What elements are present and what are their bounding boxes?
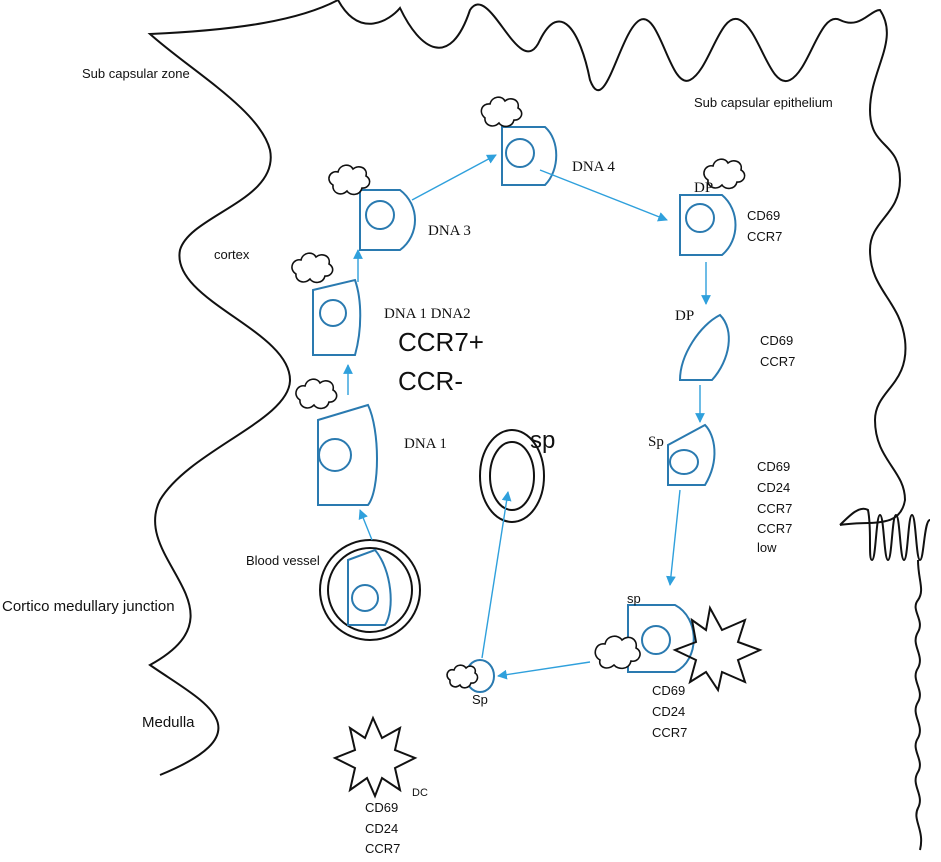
cell-dp-top bbox=[679, 158, 746, 256]
marker-text: CD69 bbox=[760, 333, 793, 348]
label-dna1: DNA 1 bbox=[404, 436, 447, 452]
marker-text: CD69 bbox=[747, 208, 780, 223]
cloud-dna3 bbox=[328, 164, 371, 196]
label-sp-large: sp bbox=[530, 427, 555, 454]
label-subcapsular-zone: Sub capsular zone bbox=[82, 66, 190, 81]
marker-text: CCR7 bbox=[747, 229, 782, 244]
label-dna4: DNA 4 bbox=[572, 159, 615, 175]
cell-dna1 bbox=[295, 378, 378, 506]
label-cortex: cortex bbox=[214, 247, 250, 262]
starburst-dc-lower bbox=[672, 605, 763, 693]
starburst-dc bbox=[332, 715, 418, 799]
cloud-dna1-dna2 bbox=[291, 252, 334, 284]
label-sp-mid: Sp bbox=[648, 434, 664, 450]
marker-text: CCR7 bbox=[652, 725, 687, 740]
marker-text: CCR7 bbox=[365, 841, 400, 856]
markers-dp-mid: CD69 CCR7 bbox=[760, 333, 795, 369]
markers-dp-top: CD69 CCR7 bbox=[747, 208, 782, 244]
cell-sp-bottom bbox=[446, 659, 495, 693]
cloud-sp-bottom bbox=[446, 664, 479, 689]
cell-dna3 bbox=[328, 164, 416, 251]
thymus-left-boundary bbox=[147, 0, 339, 776]
label-blood-vessel: Blood vessel bbox=[246, 553, 320, 568]
marker-text: CCR7 bbox=[760, 354, 795, 369]
marker-text: CCR7 bbox=[757, 521, 792, 536]
markers-sp-mid: CD69 CD24 CCR7 CCR7 low bbox=[757, 459, 792, 555]
cloud-dna4 bbox=[480, 96, 523, 128]
arrow-dna3-to-dna4 bbox=[411, 154, 497, 201]
arrow-splower-to-spbottom bbox=[497, 661, 591, 680]
cell-sp-lower bbox=[594, 604, 695, 673]
label-sp-bottom: Sp bbox=[472, 692, 488, 707]
arrow-spbottom-to-splarge bbox=[481, 491, 512, 659]
coil-spring bbox=[839, 507, 931, 562]
markers-dc: CD69 CD24 CCR7 bbox=[365, 800, 400, 856]
label-dc: DC bbox=[412, 787, 428, 799]
label-dna3: DNA 3 bbox=[428, 223, 471, 239]
cloud-sp-lower bbox=[594, 635, 641, 670]
label-cortico-medullary-junction: Cortico medullary junction bbox=[2, 598, 175, 615]
cloud-dp-top bbox=[703, 158, 746, 190]
cloud-dna1 bbox=[295, 378, 338, 410]
marker-text: CD24 bbox=[365, 821, 398, 836]
label-sp-lower: sp bbox=[627, 591, 641, 606]
arrow-dna4-to-dp bbox=[539, 169, 668, 222]
label-subcapsular-epithelium: Sub capsular epithelium bbox=[694, 95, 833, 110]
cell-sp-mid bbox=[667, 423, 716, 486]
marker-text: CCR7 bbox=[757, 501, 792, 516]
marker-text: CD69 bbox=[652, 683, 685, 698]
label-dna1-dna2: DNA 1 DNA2 bbox=[384, 306, 471, 322]
cell-dna4 bbox=[480, 96, 558, 186]
subcapsular-epithelium-line bbox=[337, 0, 907, 526]
sp-cell-large bbox=[479, 429, 545, 523]
arrow-spmid-to-splower bbox=[666, 489, 681, 586]
markers-sp-lower: CD69 CD24 CCR7 bbox=[652, 683, 687, 740]
blood-vessel bbox=[319, 539, 421, 641]
label-ccr-minus: CCR- bbox=[398, 366, 463, 396]
arrow-bloodvessel-to-dna1 bbox=[358, 509, 373, 541]
label-medulla: Medulla bbox=[142, 714, 195, 731]
label-dp-top: DP bbox=[694, 180, 713, 196]
marker-text: CD24 bbox=[757, 480, 790, 495]
label-dp-mid: DP bbox=[675, 308, 694, 324]
marker-text: low bbox=[757, 540, 777, 555]
marker-text: CD24 bbox=[652, 704, 685, 719]
right-lower-boundary bbox=[914, 559, 923, 851]
marker-text: CD69 bbox=[365, 800, 398, 815]
marker-text: CD69 bbox=[757, 459, 790, 474]
cell-dna1-dna2 bbox=[291, 252, 362, 356]
cell-dp-mid bbox=[678, 313, 730, 381]
label-ccr7-plus: CCR7+ bbox=[398, 327, 484, 357]
